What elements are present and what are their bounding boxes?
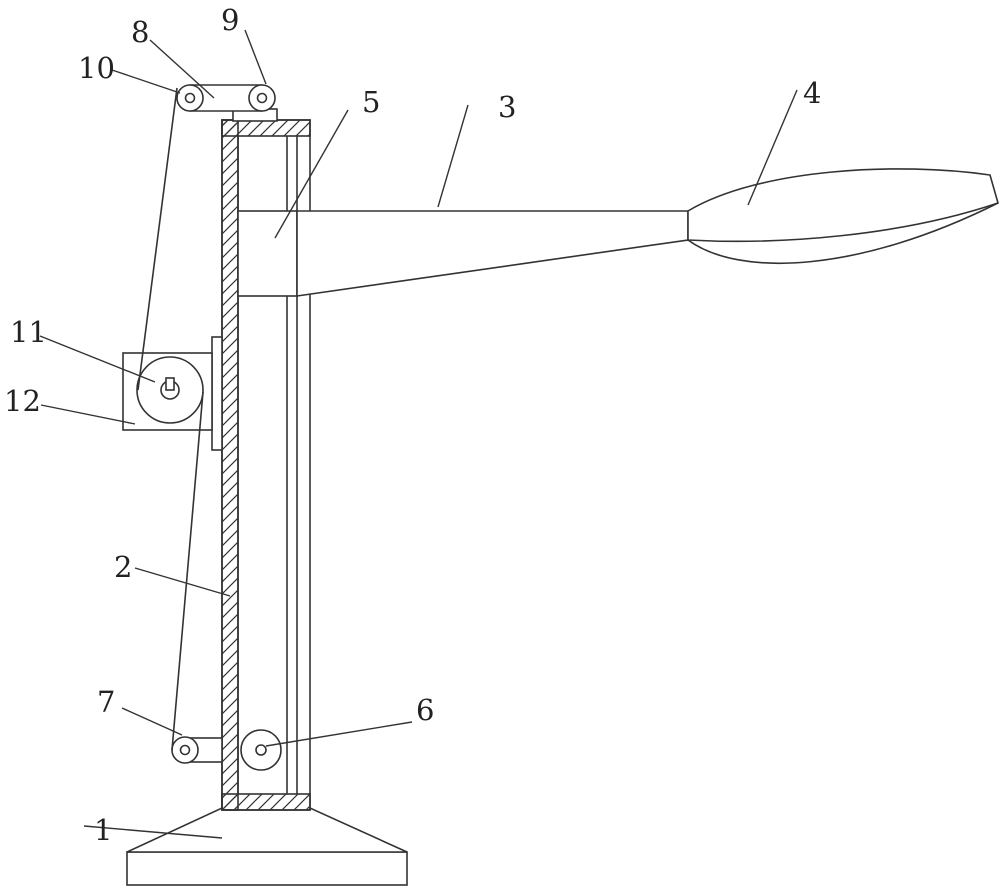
base — [126, 807, 408, 886]
label-11: 11 — [10, 315, 47, 349]
leader-lines — [39, 29, 798, 839]
lamp-arm — [296, 210, 689, 297]
slider-block — [237, 210, 298, 297]
label-10: 10 — [78, 51, 115, 85]
upper-pulley-assembly — [176, 84, 278, 122]
label-2: 2 — [114, 550, 132, 584]
lower-pulley-assembly — [171, 729, 282, 771]
label-1: 1 — [94, 813, 112, 847]
label-7: 7 — [97, 685, 115, 719]
belt — [137, 87, 204, 751]
reference-numerals: 1 2 3 4 5 6 7 8 9 10 11 12 — [4, 3, 821, 847]
label-5: 5 — [362, 85, 380, 119]
label-12: 12 — [4, 384, 41, 418]
lamp-head — [687, 168, 999, 264]
label-6: 6 — [416, 693, 434, 727]
motor-assembly — [122, 336, 223, 451]
label-3: 3 — [498, 90, 516, 124]
label-8: 8 — [131, 15, 149, 49]
label-9: 9 — [221, 3, 239, 37]
label-4: 4 — [803, 76, 821, 110]
